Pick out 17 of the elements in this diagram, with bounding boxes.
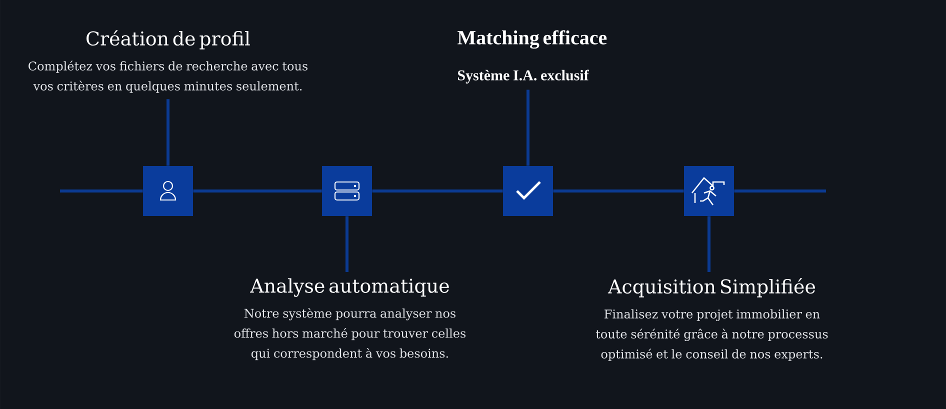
icon-tile [322,166,372,216]
connector-line [734,190,826,192]
connector-line [346,216,348,272]
step-text: Acquisition Simplifiée Finalisez votre projet immobilier en toute sérénité grâce à notre processus optimisé et le conseil de nos experts. [596,278,828,361]
feature-text: Matching efficace Système I.A. exclusif [458,30,607,84]
connector-line [553,190,684,192]
icon-tile [143,166,193,216]
connector-line [526,90,530,166]
connector-line [708,216,710,272]
connector-line [60,190,143,192]
icon-tile [684,166,734,216]
step-text: Analyse automatique Notre système pourra analyser nos offres hors marché pour trouver celles qui correspondent à vos besoins. [234,278,466,360]
connector-line [166,99,170,166]
connector-line [372,190,503,192]
step-text: Création de profil Complétez vos fichiers de recherche avec tous vos critères en quelques minutes seulement. [28,30,308,93]
icon-tile [503,166,553,216]
connector-line [193,190,322,192]
